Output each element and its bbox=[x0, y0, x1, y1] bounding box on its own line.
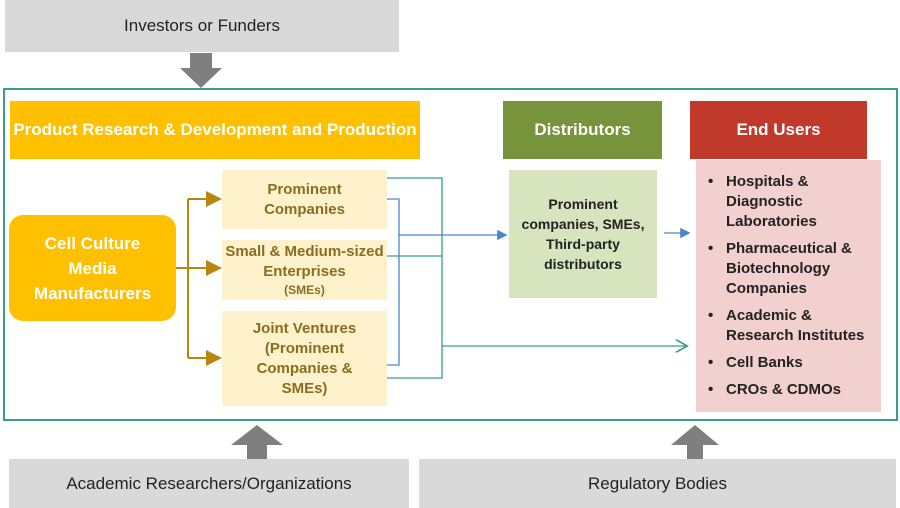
end-user-item: CROs & CDMOs bbox=[708, 380, 875, 400]
rd-header: Product Research & Development and Produ… bbox=[10, 101, 420, 159]
distributors-box: Prominent companies, SMEs, Third-party d… bbox=[509, 170, 657, 298]
end-user-item: Cell Banks bbox=[708, 353, 875, 373]
manufacturer-connectors bbox=[176, 191, 222, 366]
joint-ventures-box: Joint Ventures (Prominent Companies & SM… bbox=[222, 311, 387, 406]
up-arrow-right-icon bbox=[671, 425, 719, 459]
end-user-item: Pharmaceutical & Biotechnology Companies bbox=[708, 239, 875, 299]
up-arrow-left-icon bbox=[231, 425, 283, 459]
distributors-header-label: Distributors bbox=[534, 120, 631, 139]
academic-researchers-box: Academic Researchers/Organizations bbox=[9, 459, 409, 508]
end-user-item: Hospitals & Diagnostic Laboratories bbox=[708, 172, 875, 232]
end-users-header-label: End Users bbox=[736, 120, 821, 139]
manufacturers-box: Cell Culture Media Manufacturers bbox=[9, 215, 176, 321]
down-arrow-icon bbox=[180, 53, 222, 88]
end-user-item: Academic & Research Institutes bbox=[708, 306, 875, 346]
smes-label: Small & Medium-sized Enterprises bbox=[225, 243, 384, 280]
distributor-connectors bbox=[387, 198, 691, 366]
manufacturers-label: Cell Culture Media Manufacturers bbox=[33, 233, 152, 303]
investors-label: Investors or Funders bbox=[124, 16, 280, 35]
prominent-companies-box: Prominent Companies bbox=[222, 170, 387, 229]
smes-abbr-label: (SMEs) bbox=[284, 283, 325, 297]
end-users-box: Hospitals & Diagnostic LaboratoriesPharm… bbox=[696, 160, 881, 412]
end-users-list: Hospitals & Diagnostic LaboratoriesPharm… bbox=[696, 160, 881, 400]
end-user-connectors bbox=[387, 177, 686, 379]
smes-box: Small & Medium-sized Enterprises (SMEs) bbox=[222, 240, 387, 300]
end-users-header: End Users bbox=[690, 101, 867, 159]
rd-header-label: Product Research & Development and Produ… bbox=[13, 120, 417, 139]
prominent-companies-label: Prominent Companies bbox=[264, 180, 345, 218]
distributors-desc: Prominent companies, SMEs, Third-party d… bbox=[521, 196, 645, 272]
academic-researchers-label: Academic Researchers/Organizations bbox=[66, 473, 352, 493]
distributors-header: Distributors bbox=[503, 101, 662, 159]
regulatory-bodies-label: Regulatory Bodies bbox=[588, 473, 727, 493]
ecosystem-frame bbox=[3, 88, 898, 421]
joint-ventures-label: Joint Ventures (Prominent Companies & SM… bbox=[252, 319, 357, 397]
regulatory-bodies-box: Regulatory Bodies bbox=[419, 459, 896, 508]
investors-box: Investors or Funders bbox=[5, 0, 399, 52]
